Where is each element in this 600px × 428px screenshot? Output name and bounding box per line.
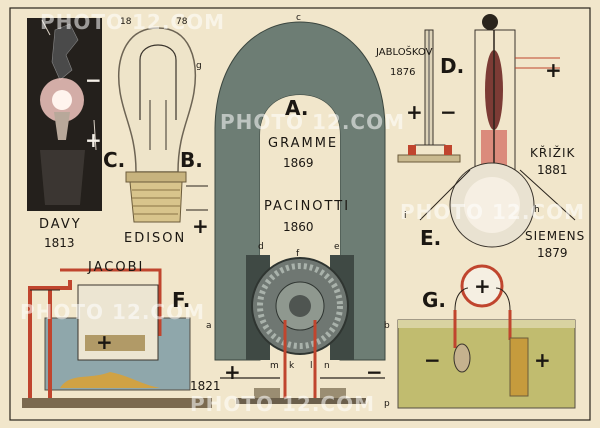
plate-frame: [9, 7, 591, 421]
plus-sign: +: [85, 128, 102, 152]
part-label-b: b: [384, 321, 390, 331]
watermark: PHOTO 12.COM: [40, 10, 226, 34]
part-label-c: c: [296, 13, 301, 23]
krizik-label: KŘIŽIK: [530, 146, 576, 160]
part-label-a: a: [206, 321, 212, 331]
krizik-siemens-lamp: [419, 14, 576, 248]
section-e-letter: E.: [420, 226, 442, 250]
plus-sign: +: [192, 214, 209, 238]
jabloskov-label: JABLOŠKOV: [376, 47, 433, 58]
part-label-m: m: [270, 361, 279, 371]
watermark: PHOTO 12.COM: [220, 110, 406, 134]
section-a-letter: A.: [285, 96, 309, 120]
jabloskov-year: 1876: [390, 67, 416, 78]
gramme-label: GRAMME: [268, 136, 339, 151]
part-label-l: l: [310, 361, 313, 371]
edison-bulb: [118, 27, 208, 223]
minus-sign: −: [424, 348, 441, 372]
plus-sign: +: [96, 330, 113, 354]
minus-sign: −: [366, 360, 383, 384]
section-g-letter: G.: [422, 288, 447, 312]
minus-sign: −: [440, 100, 457, 124]
part-label-n: n: [324, 361, 330, 371]
jablochkoff-candle: [397, 29, 461, 163]
watermark: PHOTO 12.COM: [400, 200, 586, 224]
plus-sign: +: [474, 274, 491, 298]
davy-label: DAVY: [39, 217, 82, 232]
gramme-magnet: [214, 21, 386, 404]
minus-sign: −: [85, 68, 102, 92]
section-f-letter: F.: [172, 288, 191, 312]
pacinotti-label: PACINOTTI: [264, 199, 351, 214]
jacobi-cell: [22, 268, 212, 408]
part-label-e: e: [334, 242, 340, 252]
pacinotti-year: 1860: [283, 220, 314, 234]
edison-label: EDISON: [124, 231, 187, 246]
jacobi-year: 1821: [190, 379, 221, 393]
part-label-g: g: [196, 61, 202, 71]
section-d-letter: D.: [440, 54, 465, 78]
jacobi-label: JACOBI: [88, 260, 145, 275]
plus-sign: +: [406, 100, 423, 124]
electroplating-bath: [397, 264, 576, 409]
edison-number-right: 78: [176, 17, 188, 27]
part-label-p: p: [384, 399, 390, 409]
siemens-year: 1879: [537, 246, 568, 260]
edison-number-left: 18: [120, 17, 132, 27]
section-b-letter: B.: [180, 148, 203, 172]
section-c-letter: C.: [103, 148, 126, 172]
davy-arc-panel: [27, 18, 102, 211]
plus-sign: +: [534, 348, 551, 372]
part-label-k: k: [289, 361, 295, 371]
part-label-i: i: [404, 211, 407, 221]
watermark: PHOTO 12.COM: [20, 300, 206, 324]
part-label-f: f: [296, 249, 300, 259]
part-label-h: h: [534, 205, 540, 215]
plus-sign: +: [545, 58, 562, 82]
siemens-label: SIEMENS: [525, 229, 586, 243]
plus-sign: +: [224, 360, 241, 384]
davy-year: 1813: [44, 236, 75, 250]
watermark: PHOTO 12.COM: [190, 392, 376, 416]
part-label-d: d: [258, 242, 264, 252]
krizik-year: 1881: [537, 163, 568, 177]
gramme-year: 1869: [283, 156, 314, 170]
